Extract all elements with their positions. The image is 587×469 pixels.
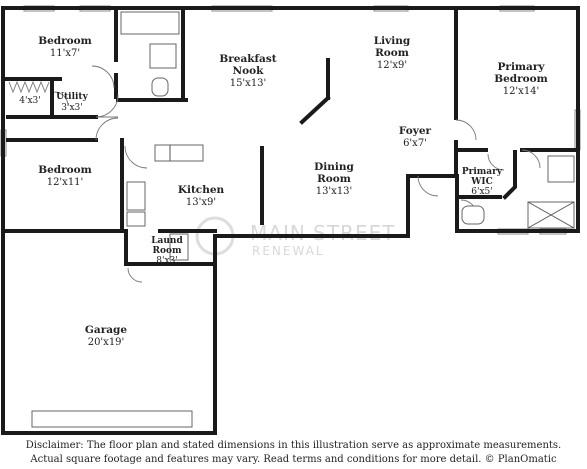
kitchen-name: Kitchen bbox=[178, 184, 225, 196]
living-room-dims: 12'x9' bbox=[377, 60, 407, 71]
door-hall bbox=[91, 65, 115, 89]
dining-room-line2: Room bbox=[317, 173, 351, 185]
closet-doors bbox=[8, 80, 50, 94]
fixtures bbox=[31, 11, 575, 428]
room-labels: Bedroom 11'x7' 4'x3' Utility 3'x3' Break… bbox=[19, 35, 548, 348]
kitchen-sink-counter bbox=[154, 144, 204, 162]
disclaimer: Disclaimer: The floor plan and stated di… bbox=[0, 439, 587, 467]
closet-dims: 4'x3' bbox=[19, 96, 40, 106]
bedroom-nw-dims: 11'x7' bbox=[50, 48, 80, 59]
watermark-name: MAIN STREET bbox=[250, 221, 395, 245]
floor-plan-drawing: MAIN STREET RENEWAL bbox=[0, 5, 581, 435]
primary-bedroom-dims: 12'x14' bbox=[503, 86, 540, 97]
utility-name: Utility bbox=[56, 92, 88, 102]
watermark-sub: RENEWAL bbox=[252, 244, 325, 258]
door-wic bbox=[487, 153, 505, 171]
door-primary-bath bbox=[521, 149, 541, 169]
door-laundry bbox=[127, 267, 143, 283]
primary-bedroom-line1: Primary bbox=[498, 61, 546, 73]
breakfast-nook-dims: 15'x13' bbox=[230, 78, 267, 89]
garage-dims: 20'x19' bbox=[88, 337, 125, 348]
laundry-line1: Laund bbox=[151, 236, 183, 246]
garage-name: Garage bbox=[85, 324, 127, 336]
garage-door bbox=[31, 410, 193, 428]
door-bedroom-w bbox=[95, 117, 119, 141]
living-room-line1: Living bbox=[374, 35, 411, 47]
bedroom-w-dims: 12'x11' bbox=[47, 177, 84, 188]
dining-room-dims: 13'x13' bbox=[316, 186, 353, 197]
primary-wic-line1: Primary bbox=[462, 167, 503, 177]
disclaimer-line-2: Actual square footage and features may v… bbox=[30, 454, 557, 465]
watermark: MAIN STREET RENEWAL bbox=[195, 216, 395, 258]
doors bbox=[8, 65, 541, 283]
laundry-dims: 8'x3' bbox=[156, 256, 177, 266]
door-utility bbox=[53, 91, 69, 107]
dishwasher bbox=[126, 211, 146, 227]
kitchen-dims: 13'x9' bbox=[186, 197, 216, 208]
primary-wic-dims: 6'x5' bbox=[471, 187, 492, 197]
washer-dryer bbox=[169, 233, 189, 261]
primary-wic-line2: WIC bbox=[470, 177, 492, 187]
vanity bbox=[149, 43, 177, 69]
utility-dims: 3'x3' bbox=[61, 103, 82, 113]
breakfast-nook-line1: Breakfast bbox=[219, 53, 276, 65]
toilet bbox=[151, 77, 169, 97]
breakfast-nook-line2: Nook bbox=[233, 65, 265, 77]
walls bbox=[1, 6, 580, 435]
door-kitchen bbox=[124, 145, 148, 169]
living-room-line2: Room bbox=[375, 47, 409, 59]
disclaimer-line-1: Disclaimer: The floor plan and stated di… bbox=[25, 440, 562, 451]
laundry-line2: Room bbox=[152, 246, 181, 256]
primary-vanity bbox=[547, 155, 575, 183]
primary-toilet bbox=[461, 205, 485, 225]
stove bbox=[126, 181, 146, 211]
foyer-name: Foyer bbox=[399, 125, 432, 137]
dining-room-line1: Dining bbox=[314, 161, 354, 173]
bathtub bbox=[120, 11, 180, 35]
bedroom-nw-name: Bedroom bbox=[38, 35, 92, 47]
bedroom-w-name: Bedroom bbox=[38, 164, 92, 176]
foyer-dims: 6'x7' bbox=[403, 138, 427, 149]
door-primary-bedroom bbox=[455, 119, 477, 141]
door-foyer bbox=[417, 175, 439, 197]
primary-bedroom-line2: Bedroom bbox=[494, 73, 548, 85]
